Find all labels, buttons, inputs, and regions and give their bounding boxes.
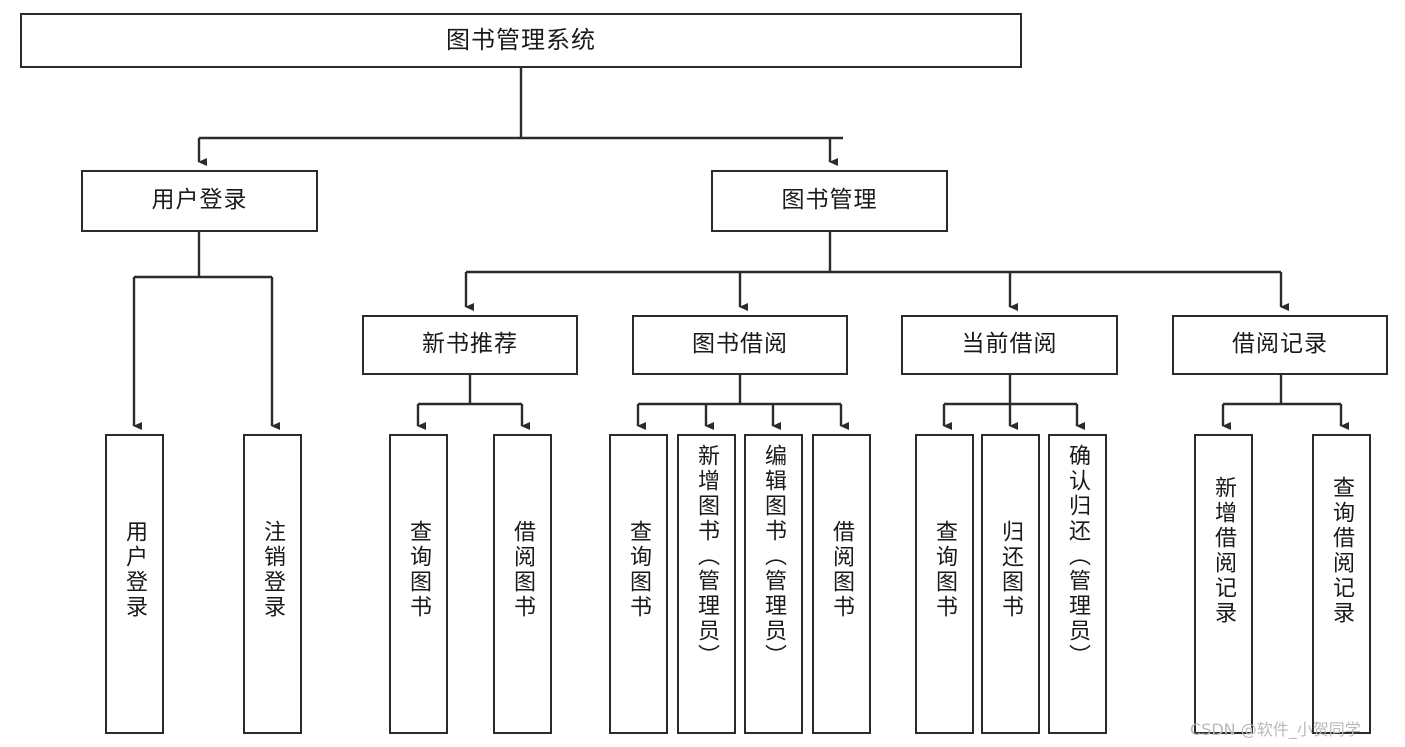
node-leaf-borrow-book-1-label: 借阅图书 — [510, 520, 536, 620]
node-user-login-label: 用户登录 — [151, 187, 248, 214]
node-new-book-recommend-label: 新书推荐 — [422, 331, 518, 358]
node-leaf-confirm-return-label: 确认归还（管理员） — [1065, 444, 1091, 669]
node-leaf-add-borrow-record[interactable]: 新增借阅记录 — [1194, 434, 1253, 734]
node-root-system-label: 图书管理系统 — [446, 26, 596, 55]
csdn-watermark: CSDN @软件_小贺同学 — [1190, 720, 1361, 739]
node-leaf-add-borrow-record-label: 新增借阅记录 — [1211, 476, 1237, 626]
node-book-management[interactable]: 图书管理 — [711, 170, 948, 232]
node-new-book-recommend[interactable]: 新书推荐 — [362, 315, 578, 375]
node-leaf-edit-book[interactable]: 编辑图书（管理员） — [744, 434, 803, 734]
node-leaf-return-book-label: 归还图书 — [998, 520, 1024, 620]
node-leaf-query-book-2[interactable]: 查询图书 — [609, 434, 668, 734]
node-book-borrow-label: 图书借阅 — [692, 331, 788, 358]
node-leaf-query-book-2-label: 查询图书 — [626, 520, 652, 620]
node-leaf-query-book-1[interactable]: 查询图书 — [389, 434, 448, 734]
node-leaf-add-book-label: 新增图书（管理员） — [694, 444, 720, 669]
node-leaf-logout-login[interactable]: 注销登录 — [243, 434, 302, 734]
node-leaf-query-book-3[interactable]: 查询图书 — [915, 434, 974, 734]
node-borrow-record[interactable]: 借阅记录 — [1172, 315, 1388, 375]
node-leaf-return-book[interactable]: 归还图书 — [981, 434, 1040, 734]
node-leaf-query-book-1-label: 查询图书 — [406, 520, 432, 620]
node-user-login[interactable]: 用户登录 — [81, 170, 318, 232]
node-current-borrow[interactable]: 当前借阅 — [901, 315, 1118, 375]
node-current-borrow-label: 当前借阅 — [961, 331, 1058, 358]
node-root-system[interactable]: 图书管理系统 — [20, 13, 1022, 68]
node-leaf-edit-book-label: 编辑图书（管理员） — [761, 444, 787, 669]
node-book-management-label: 图书管理 — [781, 187, 878, 214]
node-leaf-query-book-3-label: 查询图书 — [932, 520, 958, 620]
node-leaf-logout-login-label: 注销登录 — [260, 520, 286, 620]
node-leaf-user-login[interactable]: 用户登录 — [105, 434, 164, 734]
node-leaf-confirm-return[interactable]: 确认归还（管理员） — [1048, 434, 1107, 734]
node-leaf-query-borrow-record[interactable]: 查询借阅记录 — [1312, 434, 1371, 734]
node-leaf-user-login-label: 用户登录 — [122, 520, 148, 620]
node-leaf-borrow-book-2-label: 借阅图书 — [829, 520, 855, 620]
node-leaf-borrow-book-2[interactable]: 借阅图书 — [812, 434, 871, 734]
node-leaf-query-borrow-record-label: 查询借阅记录 — [1329, 476, 1355, 626]
node-borrow-record-label: 借阅记录 — [1232, 331, 1328, 358]
node-leaf-add-book[interactable]: 新增图书（管理员） — [677, 434, 736, 734]
node-book-borrow[interactable]: 图书借阅 — [632, 315, 848, 375]
node-leaf-borrow-book-1[interactable]: 借阅图书 — [493, 434, 552, 734]
